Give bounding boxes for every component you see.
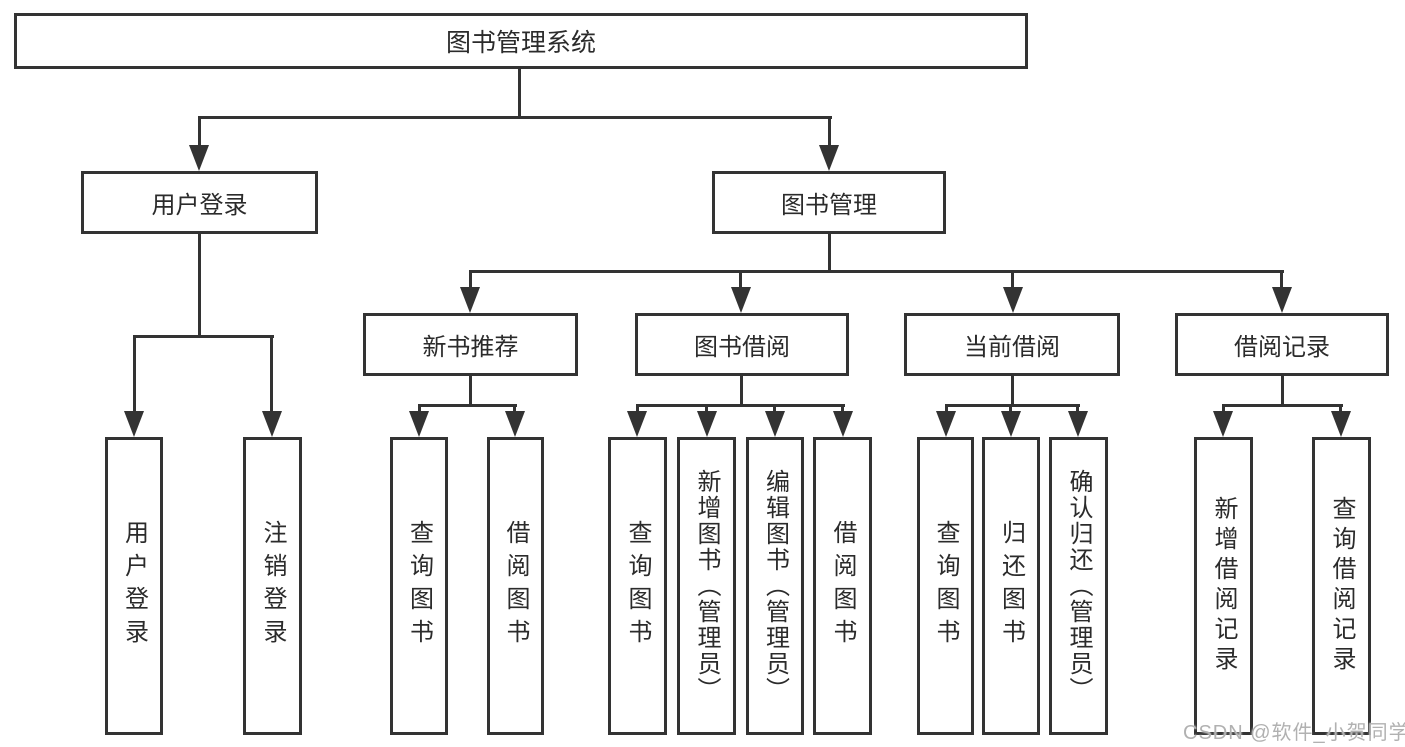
arrowhead-down-icon bbox=[1068, 411, 1088, 437]
leaf-borrow-books-newbook: 借阅图书 bbox=[487, 437, 544, 735]
connector-line bbox=[828, 234, 831, 273]
connector-line bbox=[1011, 376, 1014, 406]
leaf-user-login: 用户登录 bbox=[105, 437, 163, 735]
connector-line bbox=[773, 404, 776, 416]
leaf-logout: 注销登录 bbox=[243, 437, 302, 735]
connector-line bbox=[270, 335, 273, 415]
arrowhead-down-icon bbox=[627, 411, 647, 437]
arrowhead-down-icon bbox=[1001, 411, 1021, 437]
connector-line bbox=[418, 404, 517, 407]
connector-line bbox=[1280, 270, 1283, 290]
arrowhead-down-icon bbox=[189, 145, 209, 171]
arrowhead-down-icon bbox=[936, 411, 956, 437]
node-current-borrowing: 当前借阅 bbox=[904, 313, 1120, 376]
connector-line bbox=[841, 404, 844, 416]
node-user-login: 用户登录 bbox=[81, 171, 318, 234]
connector-line bbox=[198, 234, 201, 338]
arrowhead-down-icon bbox=[819, 145, 839, 171]
connector-line bbox=[1222, 404, 1225, 416]
arrowhead-down-icon bbox=[765, 411, 785, 437]
connector-line bbox=[469, 376, 472, 406]
arrowhead-down-icon bbox=[697, 411, 717, 437]
leaf-query-books-borrowing: 查询图书 bbox=[608, 437, 667, 735]
leaf-add-borrow-record: 新增借阅记录 bbox=[1194, 437, 1253, 735]
arrowhead-down-icon bbox=[505, 411, 525, 437]
connector-line bbox=[945, 404, 948, 416]
connector-line bbox=[740, 376, 743, 406]
connector-line bbox=[198, 116, 201, 149]
arrowhead-down-icon bbox=[1272, 287, 1292, 313]
node-borrowing-records: 借阅记录 bbox=[1175, 313, 1389, 376]
connector-line bbox=[1076, 404, 1079, 416]
node-book-management: 图书管理 bbox=[712, 171, 946, 234]
node-library-management-system: 图书管理系统 bbox=[14, 13, 1028, 69]
leaf-add-books-admin: 新增图书（管理员） bbox=[677, 437, 736, 735]
connector-line bbox=[469, 270, 1284, 273]
arrowhead-down-icon bbox=[124, 411, 144, 437]
connector-line bbox=[513, 404, 516, 416]
connector-line bbox=[636, 404, 639, 416]
connector-line bbox=[636, 404, 845, 407]
leaf-edit-books-admin: 编辑图书（管理员） bbox=[746, 437, 804, 735]
connector-line bbox=[739, 270, 742, 290]
watermark: CSDN @软件_小贺同学 bbox=[1183, 722, 1405, 744]
connector-line bbox=[1011, 270, 1014, 290]
connector-line bbox=[1222, 404, 1343, 407]
leaf-return-books: 归还图书 bbox=[982, 437, 1040, 735]
connector-line bbox=[133, 335, 274, 338]
node-new-book-recommendation: 新书推荐 bbox=[363, 313, 578, 376]
connector-line bbox=[198, 116, 832, 119]
arrowhead-down-icon bbox=[1331, 411, 1351, 437]
leaf-query-books-current: 查询图书 bbox=[917, 437, 974, 735]
arrowhead-down-icon bbox=[1213, 411, 1233, 437]
arrowhead-down-icon bbox=[833, 411, 853, 437]
connector-line bbox=[1281, 376, 1284, 406]
connector-line bbox=[469, 270, 472, 290]
connector-line bbox=[1339, 404, 1342, 416]
connector-line bbox=[418, 404, 421, 416]
leaf-borrow-books-borrowing: 借阅图书 bbox=[813, 437, 872, 735]
connector-line bbox=[828, 116, 831, 149]
connector-line bbox=[1009, 404, 1012, 416]
connector-line bbox=[945, 404, 1080, 407]
arrowhead-down-icon bbox=[262, 411, 282, 437]
arrowhead-down-icon bbox=[409, 411, 429, 437]
arrowhead-down-icon bbox=[1003, 287, 1023, 313]
leaf-query-borrow-record: 查询借阅记录 bbox=[1312, 437, 1371, 735]
connector-line bbox=[518, 69, 521, 119]
leaf-confirm-return-admin: 确认归还（管理员） bbox=[1049, 437, 1108, 735]
arrowhead-down-icon bbox=[460, 287, 480, 313]
connector-line bbox=[705, 404, 708, 416]
connector-line bbox=[133, 335, 136, 415]
leaf-query-books-newbook: 查询图书 bbox=[390, 437, 448, 735]
node-book-borrowing: 图书借阅 bbox=[635, 313, 849, 376]
arrowhead-down-icon bbox=[731, 287, 751, 313]
